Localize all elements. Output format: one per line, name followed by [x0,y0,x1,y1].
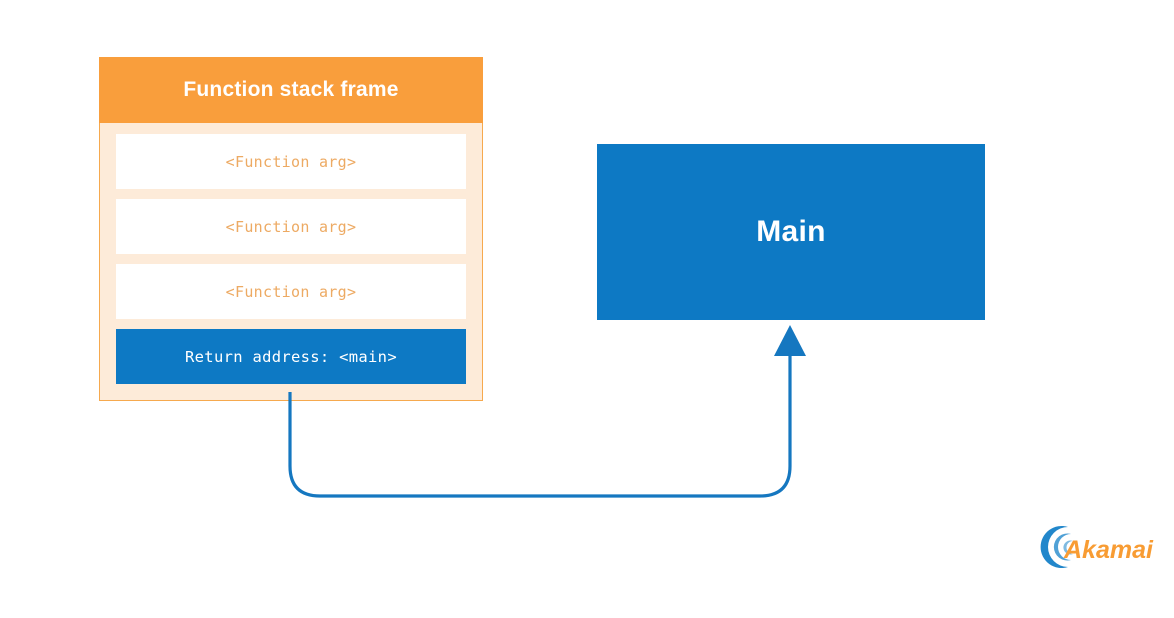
main-box: Main [597,144,985,320]
function-stack-frame-group: Function stack frame <Function arg> <Fun… [99,57,483,401]
akamai-wave-icon [1040,526,1073,568]
stack-row-return-address: Return address: <main> [116,329,466,384]
stack-frame-rows: <Function arg> <Function arg> <Function … [100,123,482,400]
stack-row-label: <Function arg> [225,217,357,236]
akamai-logo-svg: Akamai [1040,526,1154,568]
stack-row-function-arg-1: <Function arg> [116,134,466,189]
stack-row-label: <Function arg> [225,282,357,301]
stack-row-function-arg-2: <Function arg> [116,199,466,254]
stack-row-function-arg-3: <Function arg> [116,264,466,319]
akamai-wordmark: Akamai [1063,536,1154,564]
main-box-label: Main [756,215,826,248]
stack-frame-header: Function stack frame [99,57,483,123]
akamai-logo: Akamai [1038,522,1156,572]
arrow-head-icon [774,325,806,356]
stack-row-label: <Function arg> [225,152,357,171]
stack-frame-title: Function stack frame [183,78,399,101]
stack-row-label: Return address: <main> [185,347,397,366]
